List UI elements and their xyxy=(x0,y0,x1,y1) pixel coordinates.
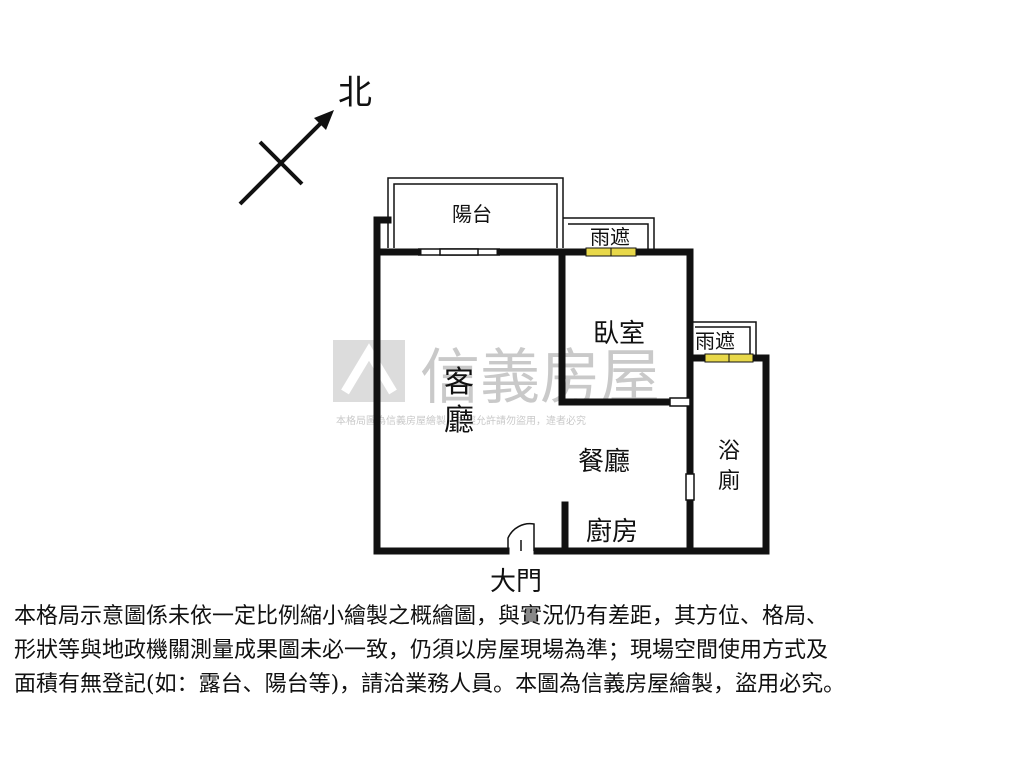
bathroom-label-1: 浴 xyxy=(718,439,740,464)
entrance-label: 大門 xyxy=(490,567,542,597)
floor-plan: 北 信義房屋 本格局圖為信義房屋繪製，未經允許請勿盜用，違者必究 xyxy=(238,73,770,597)
canopy-top-outline xyxy=(563,217,655,250)
balcony-sliding-door xyxy=(418,248,500,256)
bathroom-label-2: 廁 xyxy=(718,469,740,494)
bedroom-door xyxy=(669,397,691,407)
bathroom-door xyxy=(685,473,695,501)
kitchen-label: 廚房 xyxy=(586,517,638,547)
watermark-logo-icon xyxy=(333,340,405,402)
bedroom-label: 臥室 xyxy=(593,319,645,349)
disclaimer-text: 本格局示意圖係未依一定比例縮小繪製之概繪圖，與實況仍有差距，其方位、格局、 形狀… xyxy=(14,600,1010,702)
living-room-label-2: 廳 xyxy=(444,403,474,438)
canopy-top-label: 雨遮 xyxy=(590,225,630,249)
canopy-right-bar xyxy=(704,353,754,363)
living-room-label-1: 客 xyxy=(444,365,474,400)
canopy-right-outline xyxy=(690,321,757,358)
dining-room-label: 餐廳 xyxy=(578,447,630,477)
watermark-notice: 本格局圖為信義房屋繪製，未經允許請勿盜用，違者必究 xyxy=(336,414,586,427)
canopy-top-bar xyxy=(585,247,637,257)
disclaimer-line-3: 面積有無登記(如：露台、陽台等)，請洽業務人員。本圖為信義房屋繪製，盜用必究。 xyxy=(14,672,846,697)
canopy-right-label: 雨遮 xyxy=(695,329,735,353)
disclaimer-line-1: 本格局示意圖係未依一定比例縮小繪製之概繪圖，與實況仍有差距，其方位、格局、 xyxy=(14,604,829,629)
balcony-label: 陽台 xyxy=(452,202,492,226)
disclaimer-line-2: 形狀等與地政機關測量成果圖未必一致，仍須以房屋現場為準；現場空間使用方式及 xyxy=(14,638,829,663)
north-arrow-icon xyxy=(238,110,334,206)
entrance-door xyxy=(507,522,535,551)
balcony-outline xyxy=(387,177,564,248)
compass-label: 北 xyxy=(338,73,372,113)
